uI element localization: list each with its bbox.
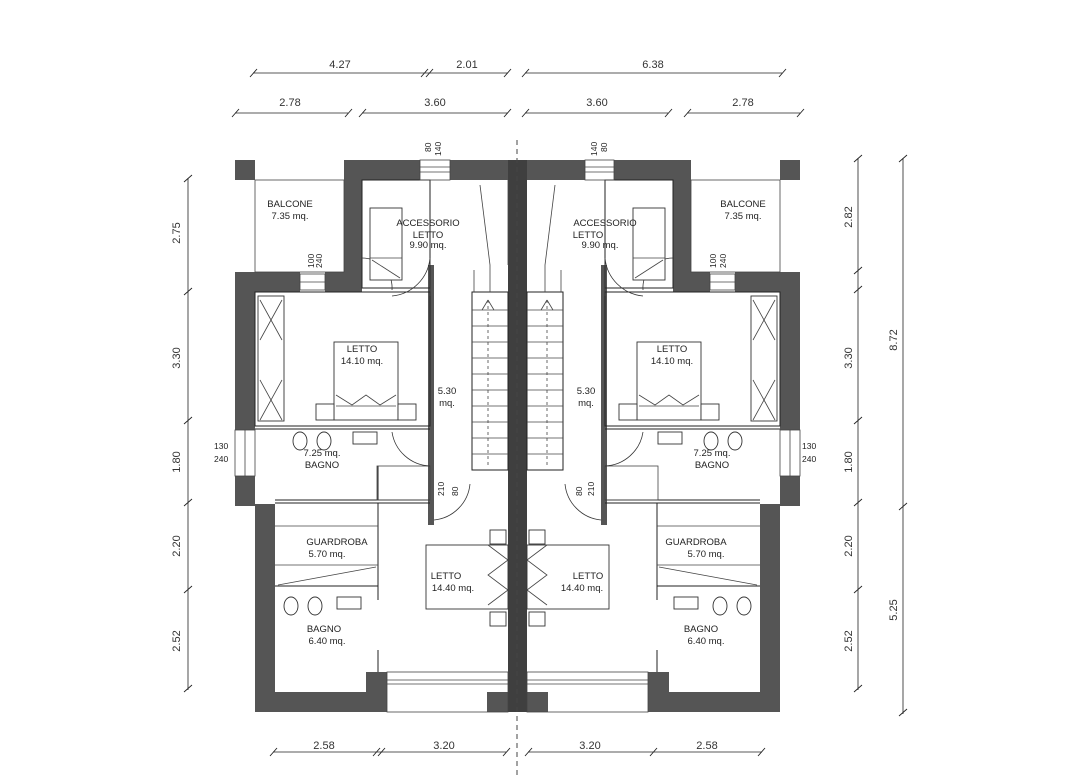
balcone-label-right: BALCONE xyxy=(720,199,765,210)
dim-top2-a: 2.78 xyxy=(279,97,300,109)
bagno1-label-right: BAGNO xyxy=(695,460,729,471)
bagno1-label-left: BAGNO xyxy=(305,460,339,471)
scala-unit-right: mq. xyxy=(578,398,594,409)
stair-door-left-a: 80 xyxy=(450,486,460,496)
scala-area-left: 5.30 xyxy=(438,386,457,397)
dim-left-c: 1.80 xyxy=(171,451,183,472)
bagno1-area-left: 7.25 mq. xyxy=(304,448,341,459)
bagno2-label-right: BAGNO xyxy=(684,624,718,635)
balcone-door-left-b: 240 xyxy=(314,254,324,268)
accessorio-label-left: ACCESSORIO xyxy=(396,218,459,229)
room-labels-left: BALCONE 7.35 mq. ACCESSORIO LETTO 9.90 m… xyxy=(267,199,474,647)
accessorio-letto-right: LETTO xyxy=(573,230,603,241)
bath-window-right-a: 130 xyxy=(802,441,816,451)
walls xyxy=(235,160,800,712)
guardroba-area-left: 5.70 mq. xyxy=(309,549,346,560)
opening-labels: 80 140 140 80 100 240 100 240 130 240 13… xyxy=(214,142,816,496)
accessorio-label-right: ACCESSORIO xyxy=(573,218,636,229)
balcone-door-left-a: 100 xyxy=(306,254,316,268)
balcone-door-right-a: 100 xyxy=(708,254,718,268)
dim-top2-d: 2.78 xyxy=(732,97,753,109)
win-top-left-a: 80 xyxy=(423,142,433,152)
dim-top2-c: 3.60 xyxy=(586,97,607,109)
guardroba-label-right: GUARDROBA xyxy=(665,537,727,548)
dim-bottom-a: 2.58 xyxy=(313,740,334,752)
win-top-right-a: 140 xyxy=(589,142,599,156)
letto-area-left: 14.10 mq. xyxy=(341,356,383,367)
dimension-lines: 4.27 2.01 6.38 2.78 3.60 3.60 2.78 2.58 … xyxy=(171,59,908,757)
letto-label-right: LETTO xyxy=(657,344,687,355)
scala-unit-left: mq. xyxy=(439,398,455,409)
letto-area-right: 14.10 mq. xyxy=(651,356,693,367)
accessorio-area-right: 9.90 mq. xyxy=(582,240,619,251)
balcone-area-right: 7.35 mq. xyxy=(725,211,762,222)
stair-door-left-b: 210 xyxy=(436,482,446,496)
bagno2-area-right: 6.40 mq. xyxy=(688,636,725,647)
stairs-right xyxy=(526,265,564,471)
dim-bottom-c: 3.20 xyxy=(579,740,600,752)
guardroba-label-left: GUARDROBA xyxy=(306,537,368,548)
dim-right-c: 1.80 xyxy=(843,451,855,472)
doors xyxy=(361,257,674,521)
bath-window-left-a: 130 xyxy=(214,441,228,451)
dim-left-b: 3.30 xyxy=(171,347,183,368)
balcone-label-left: BALCONE xyxy=(267,199,312,210)
furniture-left xyxy=(257,207,509,627)
dim-right-outer-a: 8.72 xyxy=(888,329,900,350)
letto2-area-right: 14.40 mq. xyxy=(561,583,603,594)
letto2-label-left: LETTO xyxy=(431,571,461,582)
dim-top1-b: 2.01 xyxy=(456,59,477,71)
dim-right-e: 2.52 xyxy=(843,630,855,651)
win-top-right-b: 80 xyxy=(599,142,609,152)
dim-left-d: 2.20 xyxy=(171,535,183,556)
room-labels-right: BALCONE 7.35 mq. ACCESSORIO LETTO 9.90 m… xyxy=(561,199,766,647)
letto2-area-left: 14.40 mq. xyxy=(432,583,474,594)
accessorio-letto-left: LETTO xyxy=(413,230,443,241)
bagno2-area-left: 6.40 mq. xyxy=(309,636,346,647)
letto-label-left: LETTO xyxy=(347,344,377,355)
dim-right-outer-b: 5.25 xyxy=(888,599,900,620)
bath-window-left-b: 240 xyxy=(214,454,228,464)
scala-area-right: 5.30 xyxy=(577,386,596,397)
stairs-left xyxy=(471,265,509,471)
win-top-left-b: 140 xyxy=(433,142,443,156)
balcone-door-right-b: 240 xyxy=(718,254,728,268)
dim-right-b: 3.30 xyxy=(843,347,855,368)
dim-top1-a: 4.27 xyxy=(329,59,350,71)
guardroba-area-right: 5.70 mq. xyxy=(688,549,725,560)
dim-top1-c: 6.38 xyxy=(642,59,663,71)
stair-door-right-a: 80 xyxy=(574,486,584,496)
bagno2-label-left: BAGNO xyxy=(307,624,341,635)
furniture-right xyxy=(526,207,778,627)
dim-left-a: 2.75 xyxy=(171,222,183,243)
dim-top2-b: 3.60 xyxy=(424,97,445,109)
bath-window-right-b: 240 xyxy=(802,454,816,464)
bagno1-area-right: 7.25 mq. xyxy=(694,448,731,459)
dim-right-a: 2.82 xyxy=(843,206,855,227)
stair-door-right-b: 210 xyxy=(586,482,596,496)
dim-bottom-d: 2.58 xyxy=(696,740,717,752)
partitions xyxy=(234,159,801,713)
dim-bottom-b: 3.20 xyxy=(433,740,454,752)
letto2-label-right: LETTO xyxy=(573,571,603,582)
dim-right-d: 2.20 xyxy=(843,535,855,556)
balcone-area-left: 7.35 mq. xyxy=(272,211,309,222)
dim-left-e: 2.52 xyxy=(171,630,183,651)
accessorio-area-left: 9.90 mq. xyxy=(410,240,447,251)
